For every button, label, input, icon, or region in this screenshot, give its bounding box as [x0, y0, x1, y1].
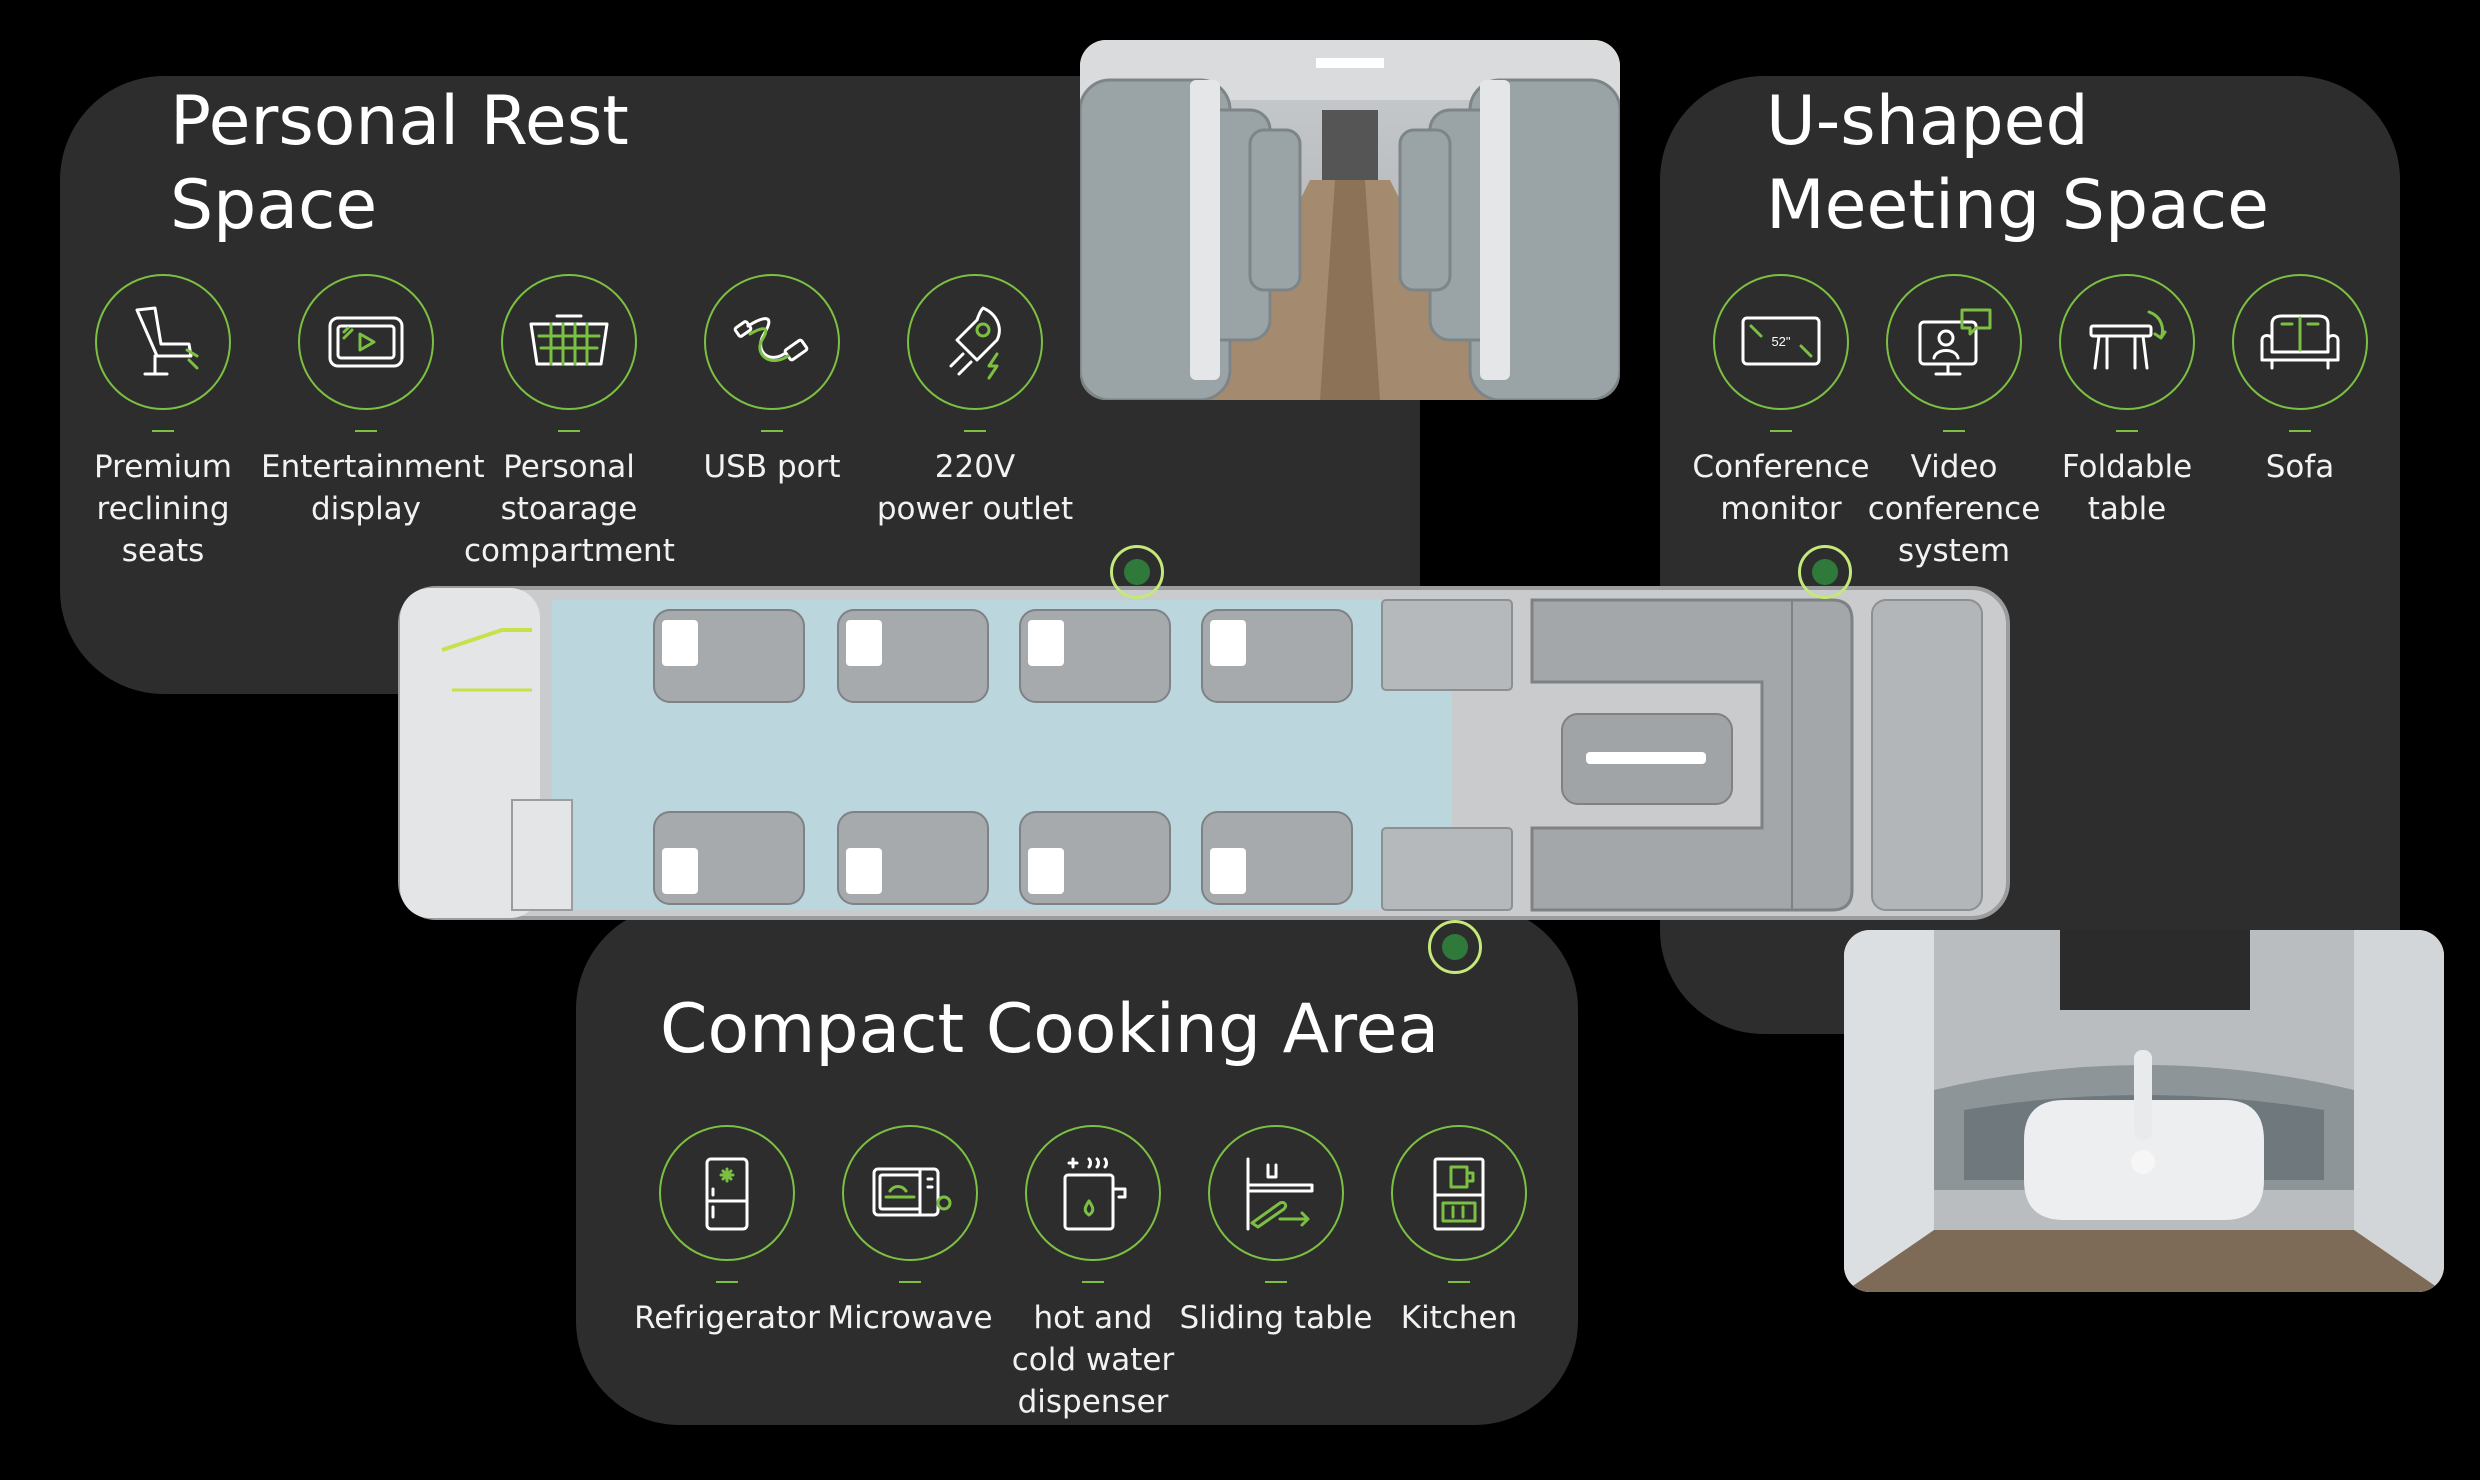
hotspot-rest-space[interactable] [1110, 545, 1164, 599]
feature-divider [1448, 1281, 1470, 1283]
power-plug-icon [907, 274, 1043, 410]
feature-refrigerator: Refrigerator [622, 1125, 832, 1339]
kitchen-icon [1391, 1125, 1527, 1261]
feature-divider [355, 430, 377, 432]
sofa-icon [2232, 274, 2368, 410]
feature-label: Sofa [2265, 449, 2335, 485]
sliding-table-icon [1208, 1125, 1344, 1261]
storage-basket-icon [501, 274, 637, 410]
feature-divider [152, 430, 174, 432]
feature-label: Conference monitor [1692, 449, 1870, 527]
seat-row-top [653, 609, 1353, 703]
feature-divider [1943, 430, 1965, 432]
feature-entertainment-display: Entertainment display [261, 274, 485, 530]
feature-sofa: Sofa [2195, 274, 2405, 488]
rest-space-title: Personal Rest Space [170, 82, 629, 245]
feature-divider [761, 430, 783, 432]
video-conference-icon [1886, 274, 2022, 410]
hotspot-meeting-space[interactable] [1798, 545, 1852, 599]
feature-divider [2116, 430, 2138, 432]
u-shaped-sofa [1530, 598, 1854, 912]
feature-water-dispenser: hot and cold water dispenser [988, 1125, 1198, 1423]
feature-divider [1265, 1281, 1287, 1283]
feature-label: Video conference system [1867, 449, 2041, 569]
refrigerator-icon [659, 1125, 795, 1261]
feature-label: Entertainment display [261, 449, 485, 527]
rest-space-photo [1080, 40, 1620, 400]
feature-label: Refrigerator [634, 1300, 820, 1336]
display-icon [298, 274, 434, 410]
feature-divider [964, 430, 986, 432]
meeting-space-title: U-shaped Meeting Space [1766, 82, 2269, 245]
feature-sliding-table: Sliding table [1171, 1125, 1381, 1339]
feature-divider [1082, 1281, 1104, 1283]
cooking-area-title: Compact Cooking Area [660, 990, 1440, 1069]
microwave-icon [842, 1125, 978, 1261]
feature-divider [2289, 430, 2311, 432]
feature-label: hot and cold water dispenser [1011, 1300, 1175, 1420]
meeting-space-photo [1844, 930, 2444, 1292]
feature-storage-compartment: Personal stoarage compartment [464, 274, 675, 572]
feature-label: Kitchen [1400, 1300, 1518, 1336]
feature-divider [716, 1281, 738, 1283]
feature-divider [1770, 430, 1792, 432]
feature-usb-port: USB port [667, 274, 877, 488]
feature-label: Personal stoarage compartment [464, 449, 675, 569]
feature-conference-monitor: 52" Conference monitor [1676, 274, 1886, 530]
feature-video-conference: Video conference system [1849, 274, 2059, 572]
feature-label: 220V power outlet [876, 449, 1074, 527]
feature-label: USB port [703, 449, 841, 485]
feature-foldable-table: Foldable table [2022, 274, 2232, 530]
feature-microwave: Microwave [805, 1125, 1015, 1339]
feature-label: Premium reclining seats [94, 449, 232, 569]
feature-label: Foldable table [2061, 449, 2193, 527]
feature-premium-reclining-seats: Premium reclining seats [58, 274, 268, 572]
usb-cable-icon [704, 274, 840, 410]
feature-label: Sliding table [1179, 1300, 1373, 1336]
reclining-seat-icon [95, 274, 231, 410]
feature-divider [558, 430, 580, 432]
feature-kitchen: Kitchen [1354, 1125, 1564, 1339]
feature-power-outlet: 220V power outlet [870, 274, 1080, 530]
monitor-size-text: 52" [1771, 334, 1790, 349]
seat-row-bottom [653, 811, 1353, 905]
monitor-icon: 52" [1713, 274, 1849, 410]
hotspot-cooking-area[interactable] [1428, 920, 1482, 974]
feature-label: Microwave [827, 1300, 993, 1336]
foldable-table-icon [2059, 274, 2195, 410]
feature-divider [899, 1281, 921, 1283]
bus-floor-plan [398, 586, 2010, 920]
water-dispenser-icon [1025, 1125, 1161, 1261]
